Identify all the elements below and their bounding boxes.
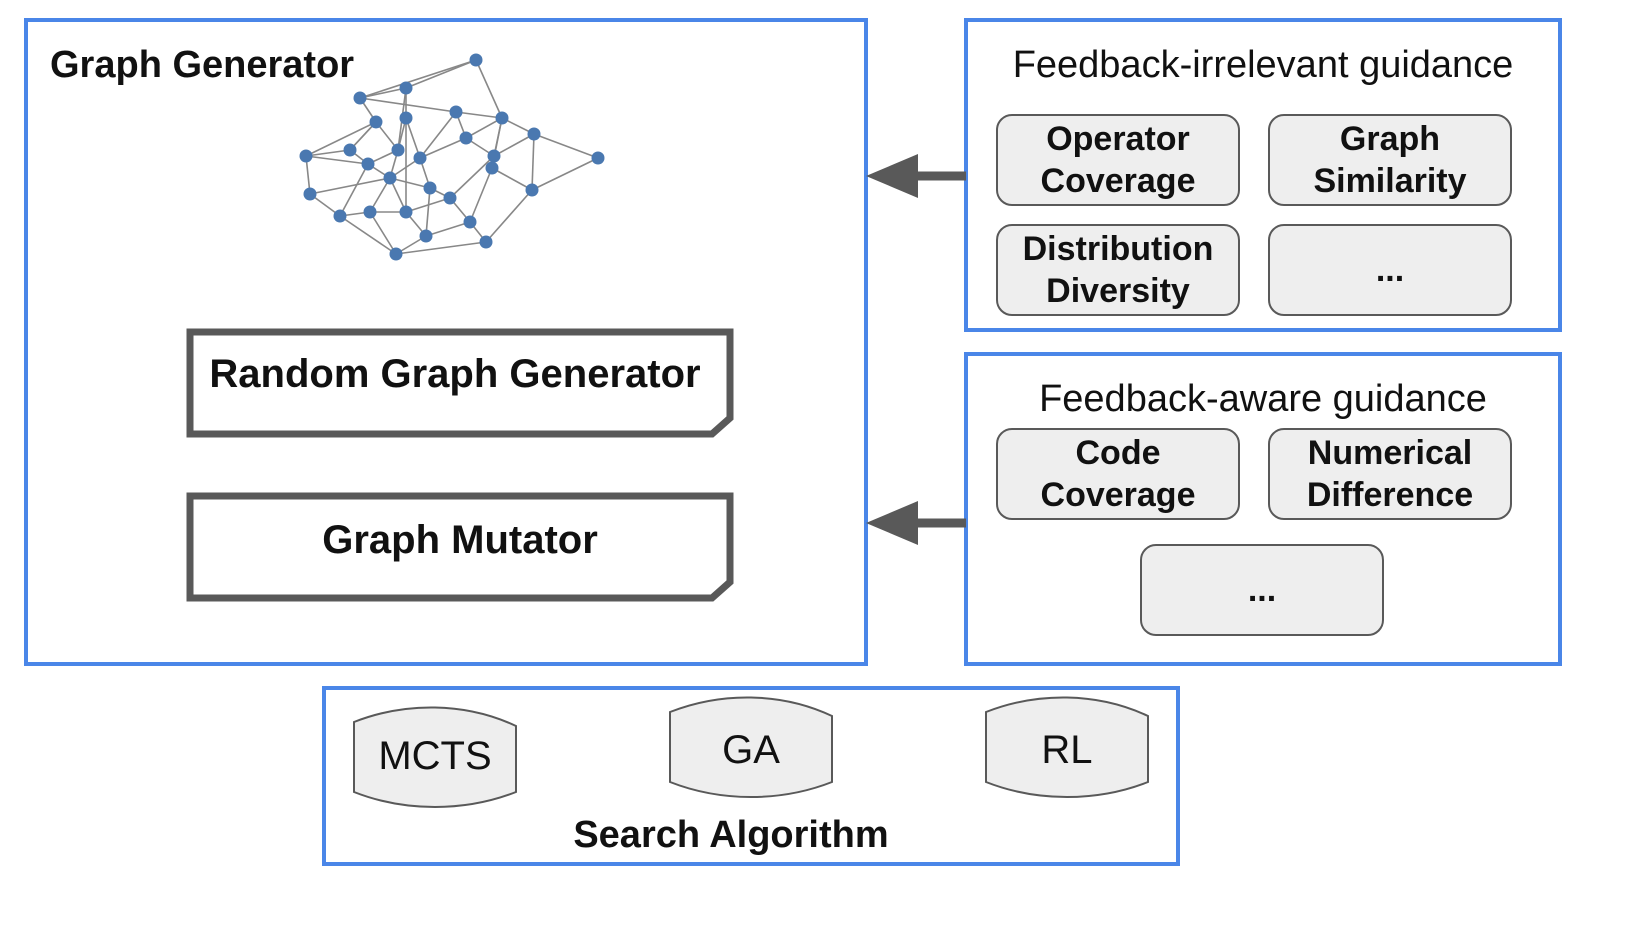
left-arrow-icon bbox=[866, 501, 966, 545]
numerical-difference-line2: Difference bbox=[1306, 476, 1474, 514]
network-node bbox=[413, 151, 427, 165]
more-irrelevant-ellipsis: ... bbox=[1375, 251, 1405, 289]
network-node bbox=[399, 205, 413, 219]
feedback-irrelevant-title: Feedback-irrelevant guidance bbox=[1012, 44, 1514, 86]
network-node bbox=[399, 81, 413, 95]
network-edge bbox=[475, 59, 503, 119]
network-edge bbox=[455, 111, 503, 119]
network-edge bbox=[359, 59, 477, 99]
rl-banner-shape bbox=[985, 696, 1149, 798]
network-edge bbox=[305, 121, 377, 157]
network-edge bbox=[469, 167, 493, 223]
network-node bbox=[495, 111, 509, 125]
network-node bbox=[389, 247, 403, 261]
random-graph-generator-label: Random Graph Generator bbox=[209, 352, 701, 396]
network-edge bbox=[419, 137, 467, 159]
network-edge bbox=[531, 157, 599, 191]
network-node bbox=[419, 229, 433, 243]
network-edge bbox=[449, 155, 495, 199]
network-edge bbox=[359, 87, 407, 99]
network-edge bbox=[425, 187, 431, 237]
network-edge bbox=[531, 133, 535, 191]
search-algorithm-title: Search Algorithm bbox=[573, 814, 889, 856]
network-node bbox=[591, 151, 605, 165]
mcts-banner-shape bbox=[353, 706, 517, 808]
graph-similarity-line2: Similarity bbox=[1313, 162, 1467, 200]
network-node bbox=[303, 187, 317, 201]
network-node bbox=[343, 143, 357, 157]
graph-generator-title: Graph Generator bbox=[50, 44, 355, 86]
distribution-diversity-line2: Diversity bbox=[1046, 272, 1190, 310]
network-edge bbox=[485, 189, 533, 243]
network-node bbox=[449, 105, 463, 119]
network-edge bbox=[405, 117, 421, 159]
network-edge bbox=[389, 177, 431, 189]
network-edge bbox=[359, 97, 457, 113]
more-aware-ellipsis: ... bbox=[1247, 571, 1277, 609]
numerical-difference-line1: Numerical bbox=[1307, 434, 1473, 472]
network-edge bbox=[491, 167, 533, 191]
network-edge bbox=[405, 59, 477, 89]
network-node bbox=[383, 171, 397, 185]
network-edge bbox=[369, 211, 397, 255]
network-edge bbox=[405, 197, 451, 213]
network-edge bbox=[533, 133, 599, 159]
network-node bbox=[485, 161, 499, 175]
more-aware-box: ... bbox=[1140, 544, 1384, 636]
graph-mutator-label: Graph Mutator bbox=[322, 518, 598, 562]
network-edge bbox=[395, 241, 487, 255]
rl-label: RL bbox=[1041, 728, 1093, 772]
code-coverage-line2: Coverage bbox=[1040, 476, 1196, 514]
network-node bbox=[423, 181, 437, 195]
more-irrelevant-box: ... bbox=[1268, 224, 1512, 316]
network-edge bbox=[305, 155, 369, 165]
network-node bbox=[363, 205, 377, 219]
network-node bbox=[479, 235, 493, 249]
network-node bbox=[369, 115, 383, 129]
operator-coverage-line2: Coverage bbox=[1040, 162, 1196, 200]
network-node bbox=[443, 191, 457, 205]
network-node bbox=[361, 157, 375, 171]
operator-coverage-line1: Operator bbox=[1046, 120, 1190, 158]
network-node bbox=[469, 53, 483, 67]
ga-label: GA bbox=[722, 728, 780, 772]
network-edge bbox=[339, 215, 397, 255]
network-edge bbox=[493, 133, 535, 157]
network-edge bbox=[425, 221, 471, 237]
graph-similarity-line1: Graph bbox=[1339, 120, 1441, 158]
network-node bbox=[459, 131, 473, 145]
distribution-diversity-line1: Distribution bbox=[1022, 230, 1214, 268]
network-edge bbox=[309, 177, 391, 195]
code-coverage-line1: Code bbox=[1075, 434, 1161, 472]
feedback-aware-title: Feedback-aware guidance bbox=[1039, 378, 1487, 420]
network-edge bbox=[419, 111, 457, 159]
network-node bbox=[399, 111, 413, 125]
network-edge bbox=[339, 163, 369, 217]
network-node bbox=[463, 215, 477, 229]
network-node bbox=[527, 127, 541, 141]
ga-banner-shape bbox=[669, 696, 833, 798]
mcts-label: MCTS bbox=[378, 734, 492, 778]
network-node bbox=[333, 209, 347, 223]
network-edge bbox=[305, 149, 351, 157]
network-node bbox=[353, 91, 367, 105]
network-node bbox=[525, 183, 539, 197]
network-edge bbox=[369, 177, 391, 213]
network-node bbox=[391, 143, 405, 157]
network-edge bbox=[465, 117, 503, 139]
network-node bbox=[487, 149, 501, 163]
left-arrow-icon bbox=[866, 154, 966, 198]
network-node bbox=[299, 149, 313, 163]
